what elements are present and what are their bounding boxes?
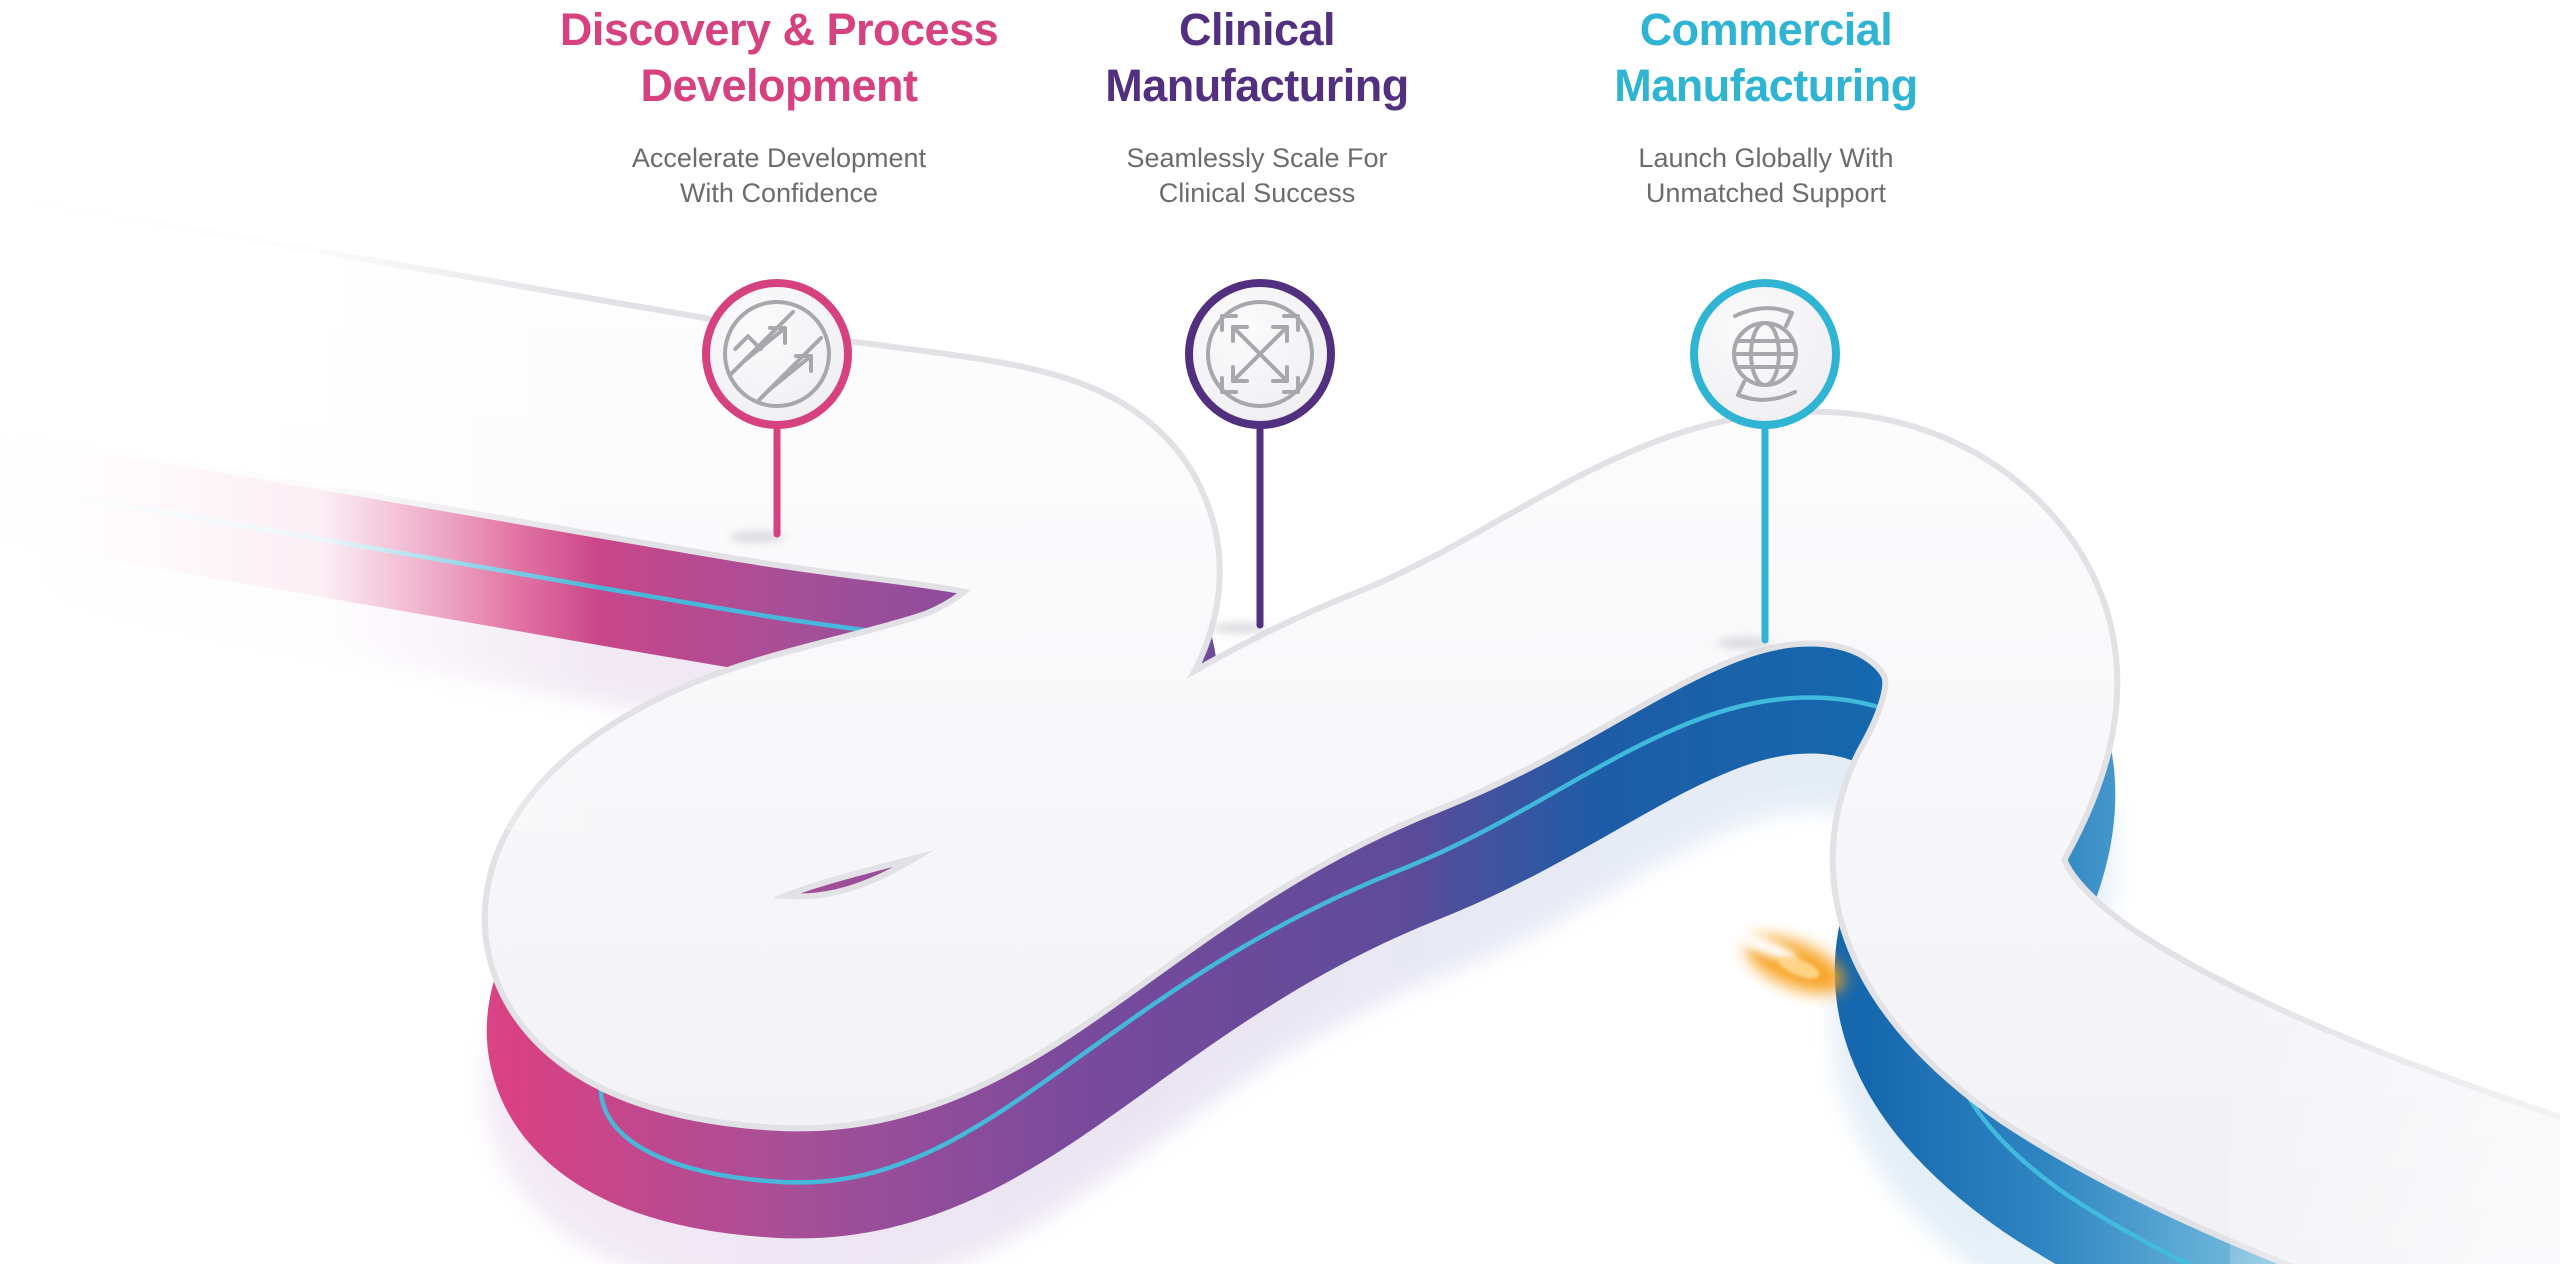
- globe-launch-icon: [1732, 306, 1798, 402]
- road-fade-out: [2230, 980, 2560, 1264]
- comet-core-gold: [1778, 956, 1820, 979]
- pin-discovery: [702, 279, 852, 543]
- pin-discovery-ring: [702, 279, 852, 429]
- road-fade-in: [0, 130, 600, 830]
- pin-clinical-shadow: [1212, 622, 1268, 634]
- stage-clinical: Clinical Manufacturing Seamlessly Scale …: [947, 2, 1567, 211]
- stage-commercial-title-line2: Manufacturing: [1614, 60, 1918, 111]
- stage-discovery-title-line2: Development: [640, 60, 918, 111]
- stage-discovery-title-line1: Discovery & Process: [559, 4, 999, 55]
- stage-commercial-title: Commercial Manufacturing: [1456, 2, 2076, 114]
- stage-clinical-title: Clinical Manufacturing: [947, 2, 1567, 114]
- stage-discovery: Discovery & Process Development Accelera…: [469, 2, 1089, 211]
- stage-clinical-subtitle: Seamlessly Scale For Clinical Success: [947, 141, 1567, 211]
- scale-expand-icon: [1206, 300, 1314, 408]
- pin-commercial: [1690, 279, 1840, 649]
- stage-clinical-title-line1: Clinical: [1178, 4, 1336, 55]
- stage-commercial-title-line1: Commercial: [1639, 4, 1893, 55]
- growth-arrows-icon: [723, 300, 831, 408]
- stage-discovery-subtitle-line1: Accelerate Development: [631, 143, 927, 173]
- pin-discovery-shadow: [729, 531, 785, 543]
- comet-core: [1734, 931, 1798, 962]
- stage-clinical-title-line2: Manufacturing: [1105, 60, 1409, 111]
- stage-clinical-subtitle-line2: Clinical Success: [1158, 178, 1356, 208]
- comet-spark: [1640, 872, 1845, 994]
- stage-commercial-subtitle-line2: Unmatched Support: [1645, 178, 1887, 208]
- pin-clinical: [1185, 279, 1335, 634]
- stage-commercial-subtitle: Launch Globally With Unmatched Support: [1456, 141, 2076, 211]
- stage-commercial: Commercial Manufacturing Launch Globally…: [1456, 2, 2076, 211]
- stage-clinical-subtitle-line1: Seamlessly Scale For: [1126, 143, 1388, 173]
- pin-commercial-shadow: [1717, 637, 1773, 649]
- stage-discovery-subtitle: Accelerate Development With Confidence: [469, 141, 1089, 211]
- stage-discovery-subtitle-line2: With Confidence: [679, 178, 879, 208]
- comet-sparkles: [1660, 872, 1713, 911]
- stage-commercial-subtitle-line1: Launch Globally With: [1638, 143, 1894, 173]
- stage-discovery-title: Discovery & Process Development: [469, 2, 1089, 114]
